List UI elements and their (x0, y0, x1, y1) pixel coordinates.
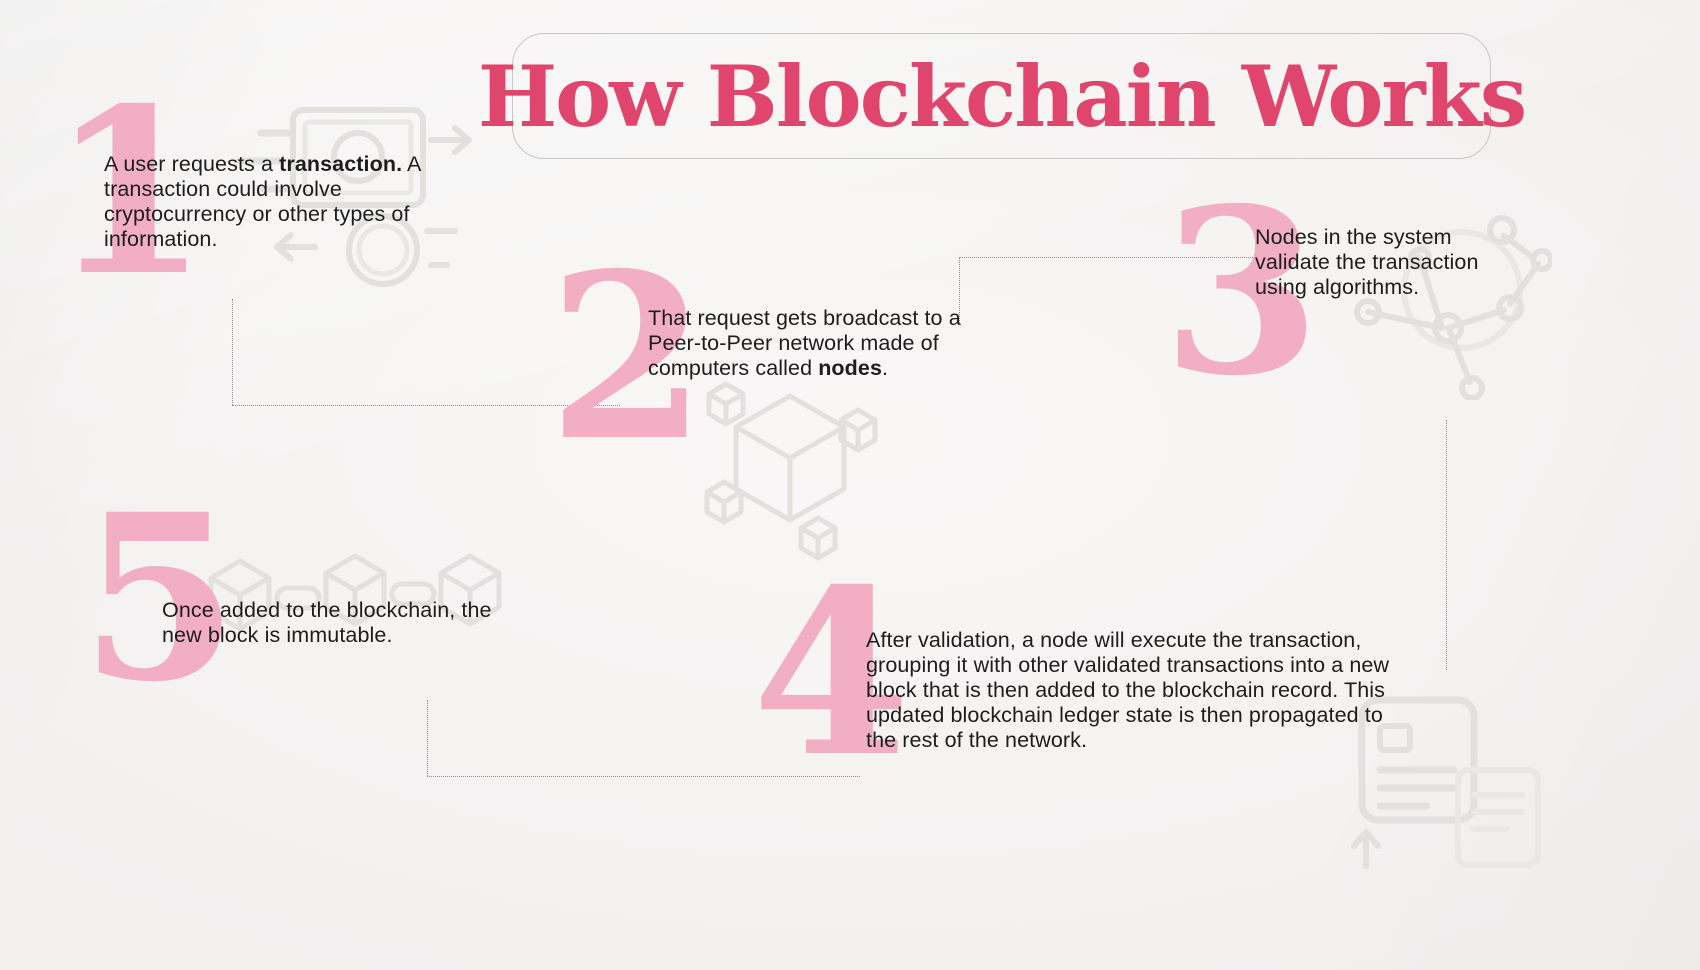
connector-step3-step4-vertical (1446, 420, 1447, 670)
step-2-text: That request gets broadcast to a Peer-to… (648, 306, 961, 380)
connector-step1-step2-vertical (232, 299, 233, 405)
step-5-text: Once added to the blockchain, the new bl… (162, 598, 492, 647)
step-1-text: A user requests a transaction. A transac… (104, 152, 421, 251)
page-title: How Blockchain Works (477, 46, 1527, 146)
step-3-text: Nodes in the system validate the transac… (1255, 225, 1479, 299)
step-4-text: After validation, a node will execute th… (866, 628, 1390, 752)
title-box: How Blockchain Works (478, 33, 1527, 159)
connector-step5-step4-vertical (427, 700, 428, 776)
